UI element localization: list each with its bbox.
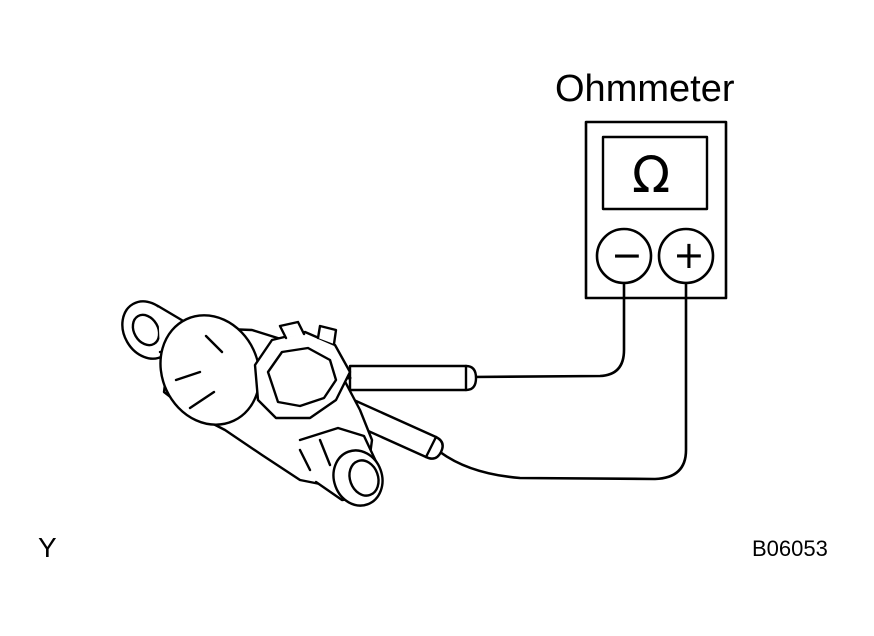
test-leads	[438, 281, 688, 481]
injector-collar	[159, 314, 261, 426]
fuel-injector	[121, 300, 384, 507]
ohmmeter-case	[584, 120, 728, 300]
ohmmeter-display	[601, 135, 709, 211]
negative-wire	[468, 281, 626, 379]
corner-code-left: Y	[38, 532, 57, 563]
negative-terminal-sign: −	[611, 233, 643, 277]
figure-code: B06053	[752, 536, 828, 561]
positive-terminal-sign: +	[673, 233, 705, 277]
positive-wire	[438, 281, 688, 481]
ohm-symbol: Ω	[632, 146, 671, 204]
negative-probe	[348, 364, 478, 392]
ohmmeter-label: Ohmmeter	[555, 68, 735, 110]
